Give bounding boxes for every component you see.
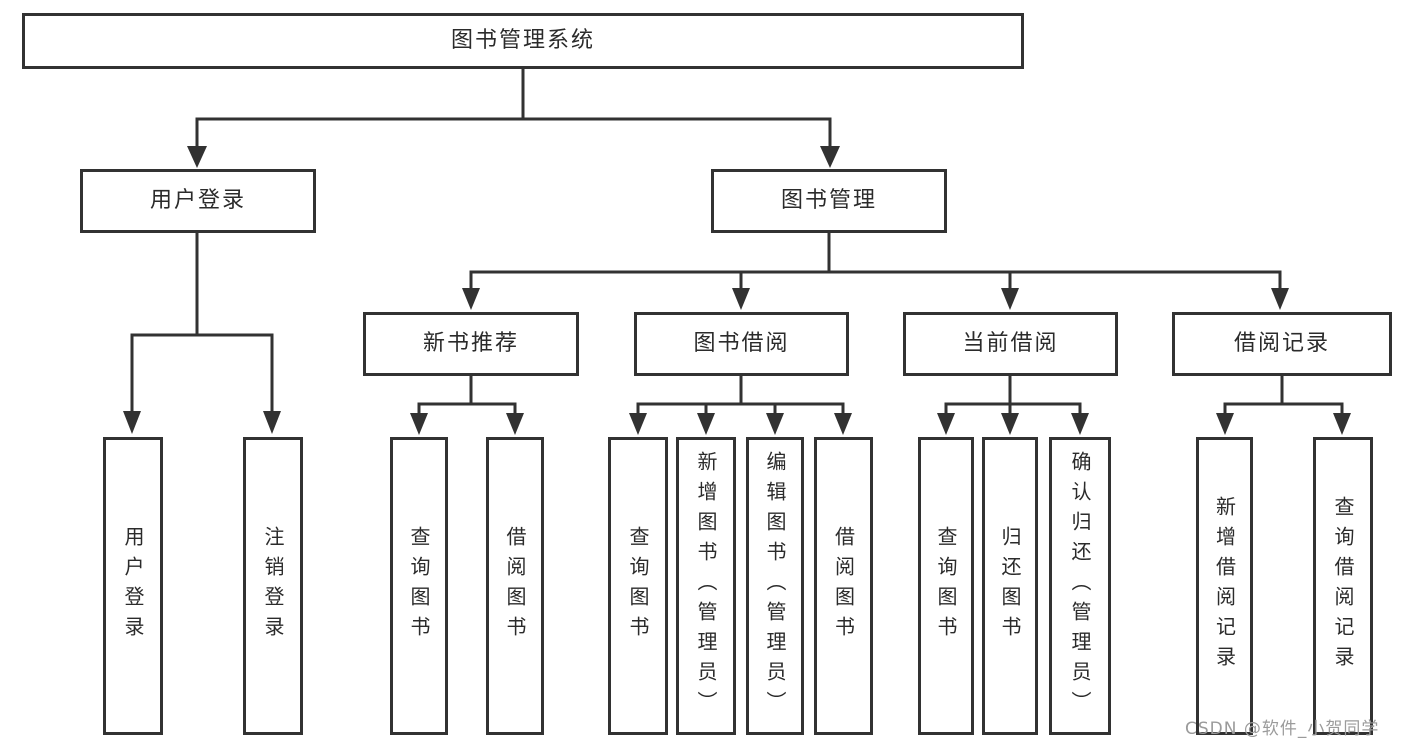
node-borrow-records: 借阅记录 <box>1172 312 1392 376</box>
leaf-query-books-recommend-label: 查询图书 <box>407 526 431 646</box>
leaf-query-books-current: 查询图书 <box>918 437 974 735</box>
leaf-logout: 注销登录 <box>243 437 303 735</box>
connector-segments <box>130 66 1344 418</box>
leaf-borrow-books-recommend-label: 借阅图书 <box>503 526 527 646</box>
node-book-management: 图书管理 <box>711 169 947 233</box>
leaf-edit-book-admin-label: 编辑图书（管理员） <box>763 451 787 721</box>
leaf-return-book: 归还图书 <box>982 437 1038 735</box>
node-current-borrow-label: 当前借阅 <box>962 331 1059 356</box>
node-new-book-recommend: 新书推荐 <box>363 312 579 376</box>
leaf-borrow-books: 借阅图书 <box>814 437 873 735</box>
leaf-add-book-admin-label: 新增图书（管理员） <box>694 451 718 721</box>
node-new-book-recommend-label: 新书推荐 <box>422 331 519 356</box>
node-user-login-label: 用户登录 <box>149 188 246 213</box>
node-root-label: 图书管理系统 <box>450 28 595 53</box>
leaf-confirm-return-admin: 确认归还（管理员） <box>1049 437 1111 735</box>
leaf-confirm-return-admin-label: 确认归还（管理员） <box>1068 451 1092 721</box>
leaf-return-book-label: 归还图书 <box>998 526 1022 646</box>
leaf-query-books-recommend: 查询图书 <box>390 437 448 735</box>
leaf-add-borrow-record-label: 新增借阅记录 <box>1212 496 1237 676</box>
leaf-query-borrow-record-label: 查询借阅记录 <box>1331 496 1355 676</box>
node-user-login: 用户登录 <box>80 169 316 233</box>
node-borrow-records-label: 借阅记录 <box>1233 331 1330 356</box>
leaf-query-borrow-record: 查询借阅记录 <box>1313 437 1373 735</box>
leaf-user-login-label: 用户登录 <box>121 526 145 646</box>
leaf-borrow-books-label: 借阅图书 <box>831 526 856 646</box>
leaf-query-books-borrow: 查询图书 <box>608 437 668 735</box>
leaf-query-books-current-label: 查询图书 <box>934 526 958 646</box>
leaf-add-borrow-record: 新增借阅记录 <box>1196 437 1253 735</box>
leaf-add-book-admin: 新增图书（管理员） <box>676 437 736 735</box>
leaf-user-login: 用户登录 <box>103 437 163 735</box>
node-book-borrow-label: 图书借阅 <box>693 331 790 356</box>
node-root: 图书管理系统 <box>22 13 1024 69</box>
arrowhead-icons <box>123 146 1351 435</box>
leaf-query-books-borrow-label: 查询图书 <box>626 526 650 646</box>
watermark: CSDN @软件_小贺同学 <box>1185 719 1380 739</box>
node-book-management-label: 图书管理 <box>780 188 877 213</box>
node-book-borrow: 图书借阅 <box>634 312 849 376</box>
leaf-edit-book-admin: 编辑图书（管理员） <box>746 437 804 735</box>
leaf-logout-label: 注销登录 <box>261 526 285 646</box>
leaf-borrow-books-recommend: 借阅图书 <box>486 437 544 735</box>
node-current-borrow: 当前借阅 <box>903 312 1118 376</box>
